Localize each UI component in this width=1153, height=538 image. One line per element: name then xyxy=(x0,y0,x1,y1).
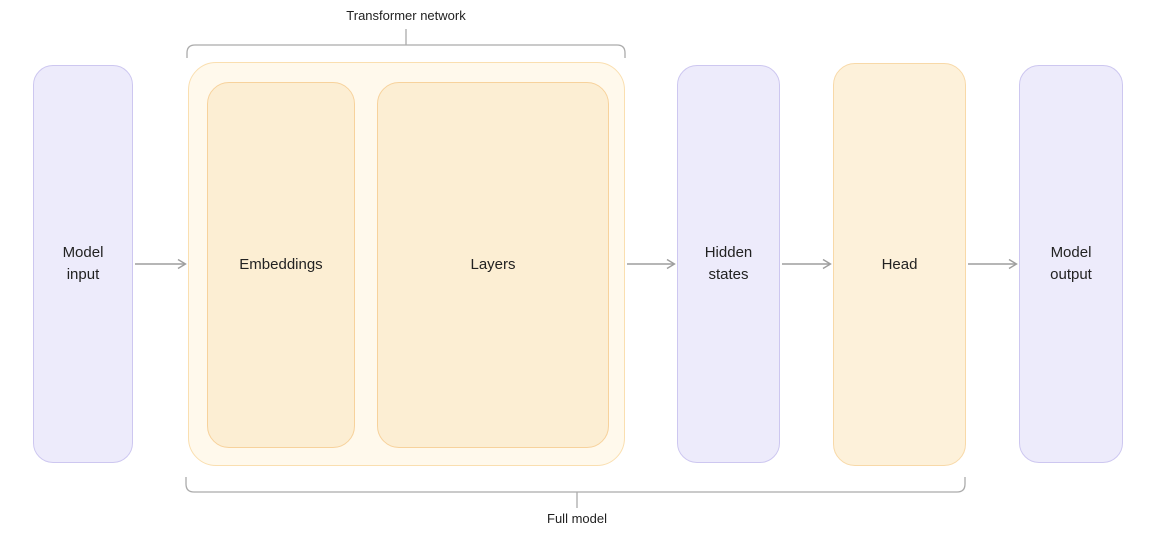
full-model-bracket-label: Full model xyxy=(547,511,607,526)
node-hidden-states: Hidden states xyxy=(677,65,780,463)
node-model-input-label: Model input xyxy=(62,244,104,283)
node-model-output-label: Model output xyxy=(1050,244,1092,283)
node-layers-label: Layers xyxy=(470,256,516,274)
node-head-label: Head xyxy=(881,255,918,273)
node-hidden-states-label: Hidden states xyxy=(704,244,753,283)
node-model-output: Model output xyxy=(1019,65,1123,463)
node-layers: Layers xyxy=(377,82,609,448)
arrow-transformer-to-hidden-states xyxy=(627,258,676,270)
transformer-network-bracket xyxy=(186,29,626,58)
node-embeddings: Embeddings xyxy=(207,82,355,448)
transformer-network-bracket-label: Transformer network xyxy=(346,8,466,23)
arrow-input-to-transformer xyxy=(135,258,187,270)
node-embeddings-label: Embeddings xyxy=(239,256,323,274)
node-model-input: Model input xyxy=(33,65,133,463)
full-model-bracket xyxy=(185,477,966,508)
arrow-hidden-states-to-head xyxy=(782,258,832,270)
node-head: Head xyxy=(833,63,966,466)
arrow-head-to-output xyxy=(968,258,1018,270)
